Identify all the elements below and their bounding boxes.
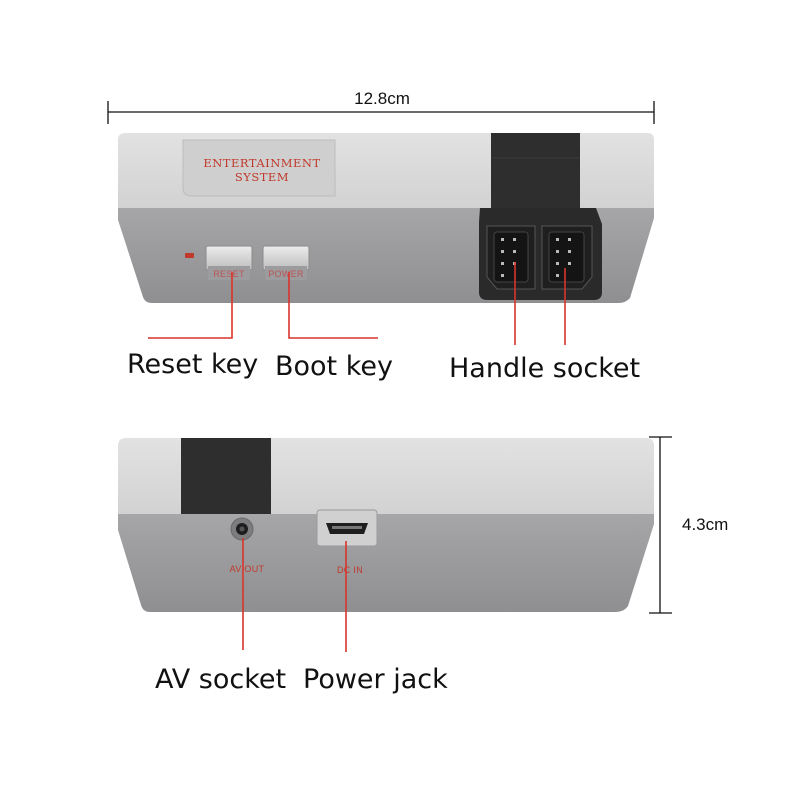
dc-in-label: DC IN bbox=[337, 565, 363, 575]
back-console: AV OUT DC IN bbox=[118, 438, 654, 612]
controller-socket-1 bbox=[486, 225, 536, 290]
width-dimension: 12.8cm bbox=[107, 89, 655, 124]
width-label: 12.8cm bbox=[354, 89, 410, 108]
av-socket-callout: AV socket bbox=[155, 664, 286, 695]
power-button-label: POWER bbox=[268, 269, 304, 279]
reset-key-callout: Reset key bbox=[127, 349, 258, 380]
power-led bbox=[185, 253, 194, 258]
front-console: ENTERTAINMENT SYSTEM bbox=[118, 133, 654, 303]
front-callout-lines bbox=[148, 262, 566, 345]
reset-button[interactable]: RESET bbox=[205, 245, 253, 280]
controller-socket-2 bbox=[541, 225, 593, 290]
front-title-line2: SYSTEM bbox=[235, 170, 289, 184]
height-dimension: 4.3cm bbox=[649, 436, 728, 614]
boot-key-callout: Boot key bbox=[275, 351, 393, 382]
front-title-line1: ENTERTAINMENT bbox=[203, 156, 320, 170]
handle-socket-callout: Handle socket bbox=[449, 353, 640, 384]
front-black-band bbox=[491, 133, 580, 208]
back-callout-lines bbox=[242, 538, 347, 652]
dc-in-port: DC IN bbox=[316, 509, 378, 575]
back-black-band bbox=[181, 438, 271, 514]
height-label: 4.3cm bbox=[682, 515, 728, 534]
av-out-label: AV OUT bbox=[230, 564, 265, 574]
power-button[interactable]: POWER bbox=[262, 245, 310, 280]
av-out-port: AV OUT bbox=[230, 517, 265, 574]
power-jack-callout: Power jack bbox=[303, 664, 448, 695]
reset-button-label: RESET bbox=[213, 269, 245, 279]
